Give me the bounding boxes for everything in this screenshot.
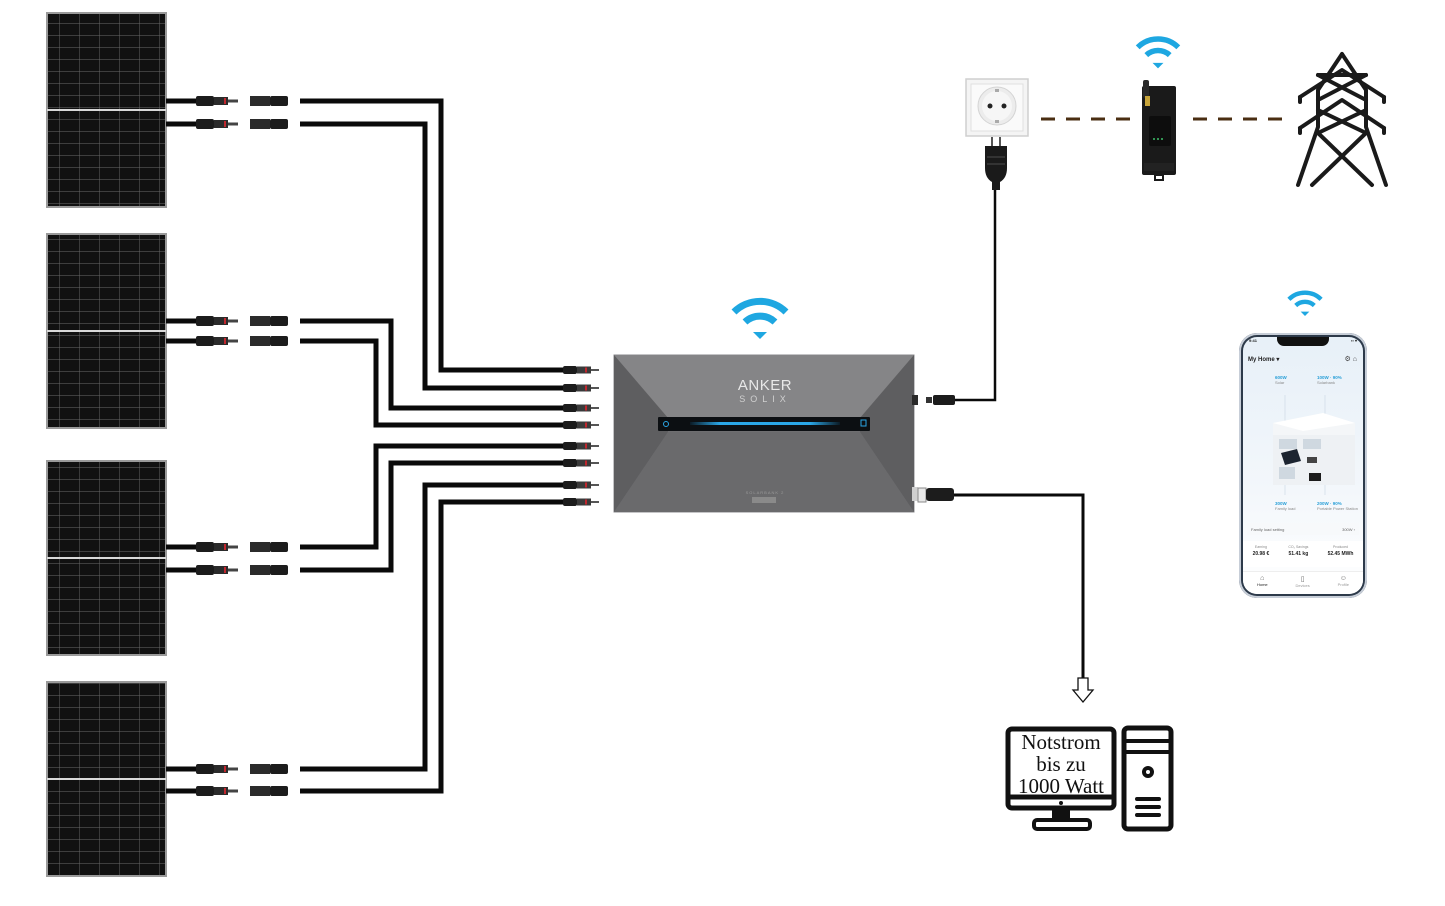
solar-panel-1 (46, 12, 167, 208)
home-add-icon[interactable]: ⌂ (1352, 356, 1357, 363)
product-line-logo: SOLIX (739, 394, 791, 404)
dc-cables (166, 98, 565, 794)
home-selector[interactable]: My Home ▾ (1248, 357, 1280, 363)
app-icon (860, 419, 867, 427)
smart-meter-icon (1142, 80, 1176, 181)
wifi-icon-phone (1289, 293, 1321, 316)
house-illustration (1273, 395, 1355, 495)
family-load-setting-label: Family load setting (1251, 526, 1285, 532)
family-load-setting-value: 300W › (1342, 526, 1355, 532)
nav-devices[interactable]: ▯ Devices (1295, 576, 1310, 588)
profile-icon: ☺ (1339, 575, 1347, 582)
schuko-plug-icon (985, 137, 1007, 190)
solar-panel-4 (46, 681, 167, 877)
wifi-icon-solarbank (734, 301, 786, 339)
cable-p1-b (166, 121, 565, 391)
wall-socket-icon (965, 78, 1029, 137)
brand-logo: ANKER (737, 377, 793, 394)
led-strip (690, 422, 840, 425)
status-time: 9:41 (1249, 338, 1258, 343)
wifi-icon-smartmeter (1138, 39, 1179, 68)
cable-p2-a (166, 318, 565, 411)
backup-ac-cable (917, 487, 1095, 704)
devices-icon: ▯ (1300, 576, 1305, 583)
mc4-connectors-panels (196, 96, 288, 796)
backup-label-line3: 1000 Watt (1018, 774, 1104, 798)
nav-profile[interactable]: ☺ Profile (1337, 575, 1350, 587)
family-load-setting-row[interactable]: Family load setting 300W › (1247, 523, 1359, 535)
power-icon (663, 421, 669, 427)
solar-panel-2 (46, 233, 167, 429)
status-icons: ▪▪ ▾ (1351, 338, 1357, 343)
model-label: SOLARBANK 2 (745, 490, 785, 495)
cable-p2-b (166, 338, 565, 428)
cable-p1-a (166, 98, 565, 373)
down-arrow-icon (1071, 677, 1095, 704)
cable-p4-a (166, 482, 565, 772)
nav-home[interactable]: ⌂ Home (1256, 575, 1268, 587)
backup-label-line2: bis zu (1036, 752, 1086, 776)
cable-p3-a (166, 443, 565, 550)
mc4-connectors-inverter (563, 366, 599, 506)
home-icon: ⌂ (1260, 575, 1265, 582)
settings-icon[interactable]: ⚙ (1344, 356, 1351, 363)
stat-portable-power: 200W · 90%Portable Power Station (1317, 501, 1358, 511)
cable-p3-b (166, 460, 565, 573)
bottom-nav: ⌂ Home ▯ Devices ☺ Profile (1243, 571, 1363, 594)
backup-label-line1: Notstrom (1021, 730, 1101, 754)
solar-panel-3 (46, 460, 167, 656)
power-pylon-icon (1296, 52, 1388, 187)
grid-ac-cable (926, 190, 997, 405)
phone-notch (1277, 337, 1329, 346)
computer-monitor-icon (1005, 726, 1117, 831)
cable-p4-b (166, 499, 565, 794)
stat-solarbank: 100W · 90%Solarbank (1317, 375, 1342, 385)
solarbank-unit (613, 354, 918, 513)
backup-power-label: Notstrom bis zu 1000 Watt (1010, 731, 1112, 797)
computer-tower-icon (1121, 725, 1174, 832)
